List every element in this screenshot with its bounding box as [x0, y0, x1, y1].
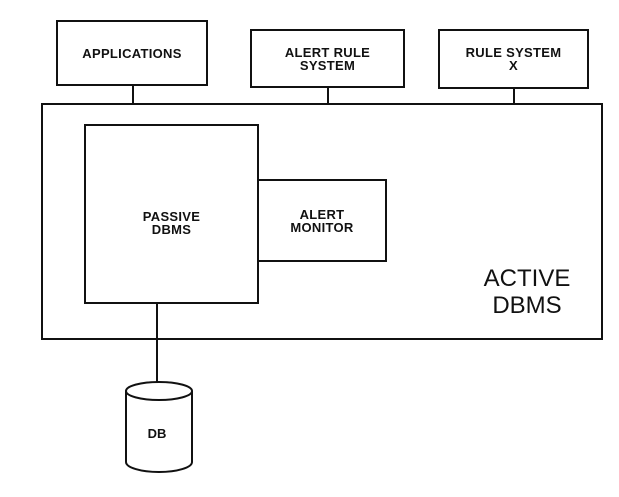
applications-connector: [132, 86, 134, 103]
active-dbms-box: [41, 103, 603, 340]
applications-box: APPLICATIONS: [56, 20, 208, 86]
database-cylinder-icon: [125, 381, 193, 473]
rule-system-x-label: RULE SYSTEM X: [465, 45, 562, 73]
passive-dbms-box: PASSIVE DBMS: [84, 124, 259, 304]
rule-system-x-connector: [513, 89, 515, 105]
passive-dbms-label: PASSIVE DBMS: [142, 209, 201, 237]
alert-rule-system-label: ALERT RULE SYSTEM: [284, 44, 371, 73]
alert-monitor-box: ALERT MONITOR: [257, 179, 387, 262]
db-label: DB: [147, 426, 167, 441]
alert-rule-system-connector: [327, 88, 329, 104]
alert-rule-system-box: ALERT RULE SYSTEM: [250, 29, 405, 88]
active-dbms-label: ACTIVE DBMS: [483, 265, 571, 319]
rule-system-x-box: RULE SYSTEM X: [438, 29, 589, 89]
applications-label: APPLICATIONS: [82, 45, 182, 61]
db-connector: [156, 304, 158, 388]
alert-monitor-label: ALERT MONITOR: [290, 206, 354, 235]
